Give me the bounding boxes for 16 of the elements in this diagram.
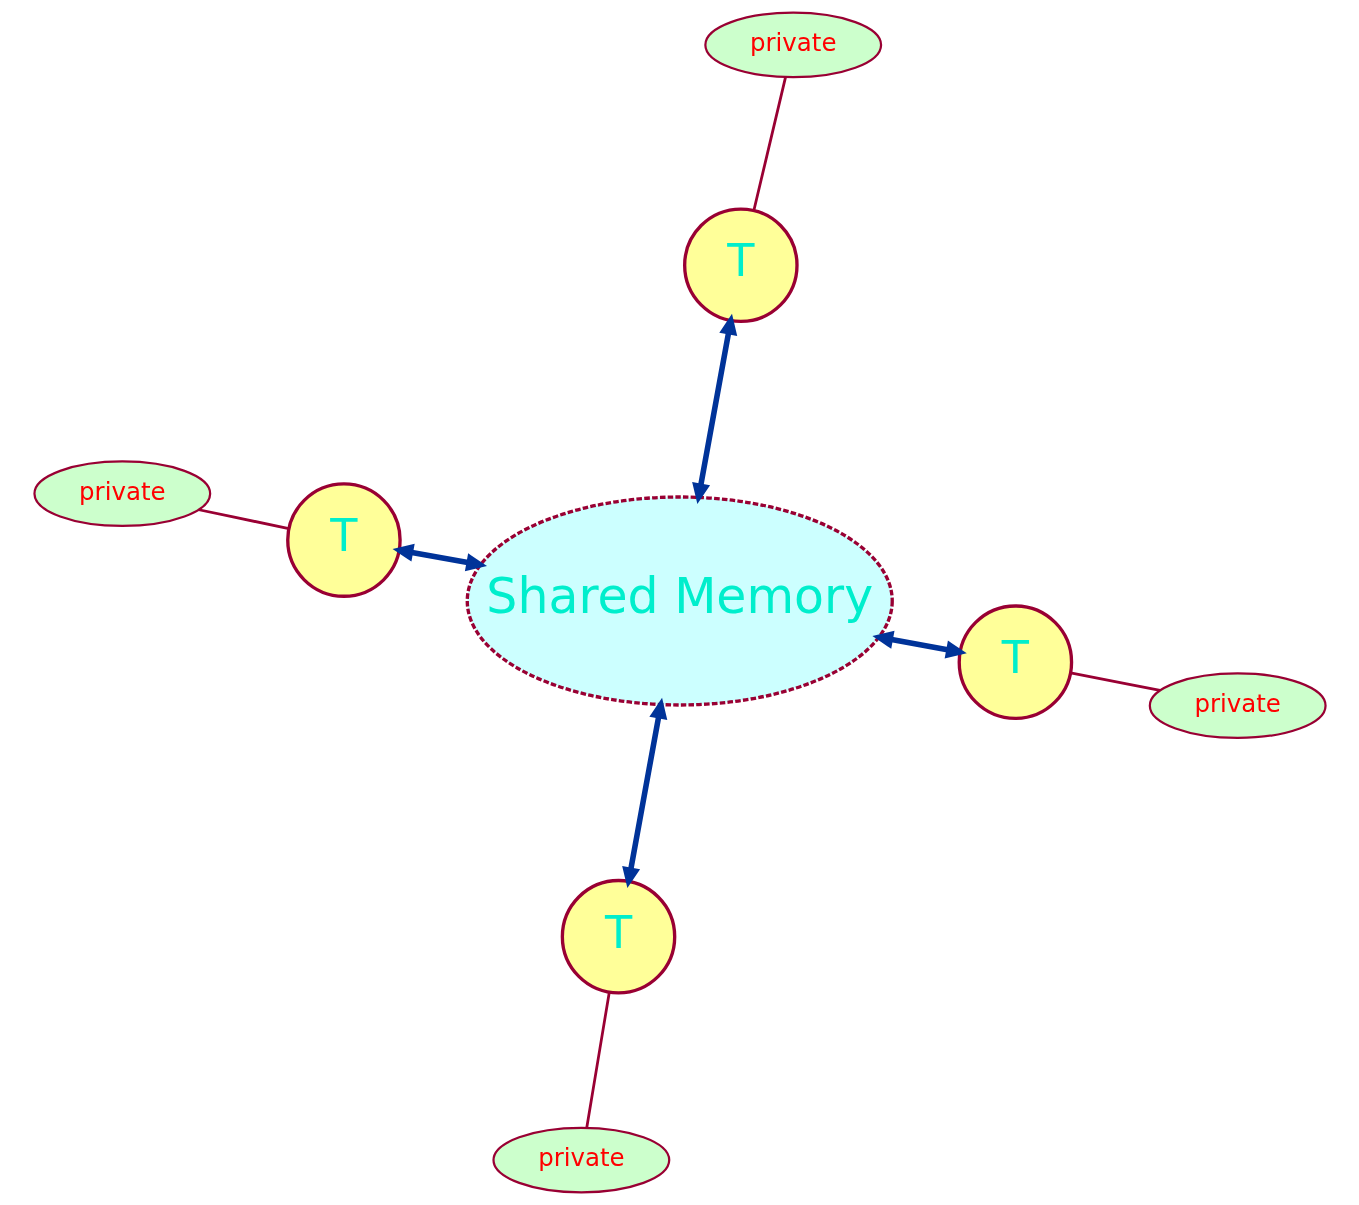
node-ellipse: private bbox=[32, 460, 211, 528]
arrow bbox=[392, 543, 487, 572]
connector bbox=[752, 76, 787, 211]
node-circle: T bbox=[285, 482, 402, 598]
connector bbox=[584, 992, 611, 1128]
node-ellipse: private bbox=[491, 1126, 670, 1194]
arrow bbox=[691, 313, 737, 505]
arrow bbox=[621, 697, 667, 889]
connector bbox=[1069, 671, 1160, 692]
node-ellipse: private bbox=[703, 11, 882, 79]
node-ellipse: private bbox=[1148, 672, 1327, 739]
node-circle: T bbox=[682, 207, 799, 324]
node-circle: T bbox=[957, 604, 1073, 720]
node-circle: T bbox=[560, 878, 676, 995]
arrow bbox=[871, 630, 967, 659]
connector bbox=[198, 508, 289, 530]
